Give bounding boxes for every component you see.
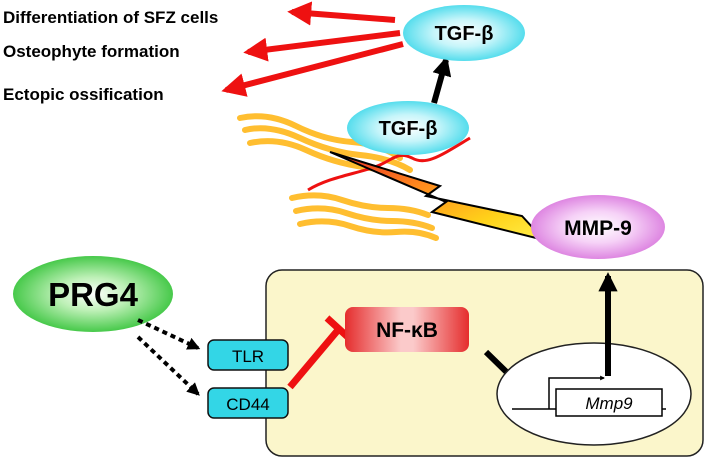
- arrow-prg4-to-tlr: [137, 318, 201, 350]
- prg4-label: PRG4: [48, 276, 139, 313]
- outcome-osteophyte-label: Osteophyte formation: [3, 42, 180, 61]
- outcome-ossification-label: Ectopic ossification: [3, 85, 164, 104]
- activation-arrow: [431, 56, 452, 104]
- outcome-arrows: [221, 1, 404, 97]
- arrow-to-differentiation: [287, 1, 396, 26]
- tlr-receptor-label: TLR: [232, 347, 264, 366]
- mmp9-gene-label: Mmp9: [585, 394, 633, 413]
- prg4-node: [13, 256, 173, 332]
- latent-tgf-tether: [307, 136, 471, 192]
- arrow-prg4-to-cd44: [136, 335, 200, 396]
- mmp9-protein-label: MMP-9: [564, 217, 632, 240]
- mmp9-gene-box: [555, 388, 663, 417]
- mmp9-protein-node: [531, 195, 665, 259]
- outcome-differentiation-label: Differentiation of SFZ cells: [3, 8, 218, 27]
- tgf-beta-active-label: TGF-β: [435, 23, 494, 45]
- cd44-receptor-box: [207, 387, 289, 419]
- prg4-binding-arrows: [136, 318, 201, 396]
- arrow-to-ossification: [221, 41, 404, 97]
- tgf-beta-latent-node: [347, 101, 469, 155]
- collagen-fibers: [237, 113, 439, 241]
- cd44-receptor-label: CD44: [226, 395, 269, 414]
- arrow-to-osteophyte: [243, 30, 401, 62]
- tgf-beta-active-node: [403, 5, 525, 61]
- gene-schematic: [512, 375, 666, 417]
- nfkb-box: [345, 307, 469, 352]
- tlr-receptor-box: [207, 339, 289, 371]
- nfkb-label: NF-κB: [376, 319, 438, 342]
- tgf-beta-latent-label: TGF-β: [379, 118, 438, 140]
